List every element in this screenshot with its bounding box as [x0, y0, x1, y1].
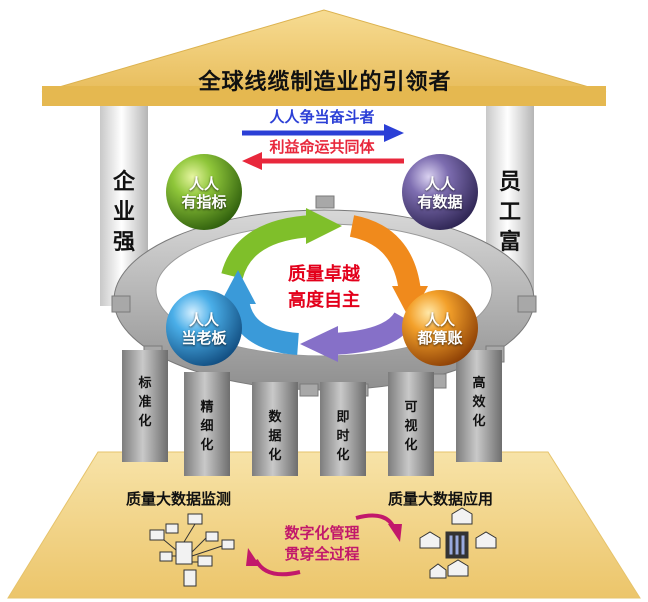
ball-label-green: 人人 有指标 — [169, 175, 239, 211]
column-3-char-2: 据 — [268, 429, 282, 444]
ball-label-orange: 人人 都算账 — [405, 311, 475, 347]
center-text-line1: 质量卓越 — [288, 264, 360, 285]
ball-orange-line1: 人人 — [424, 311, 455, 329]
roof-title: 全球线缆制造业的引领者 — [198, 70, 452, 95]
ball-orange-line2: 都算账 — [417, 329, 463, 347]
column-5-char-1: 可 — [404, 400, 418, 415]
ball-blue-line2: 当老板 — [181, 329, 227, 347]
ball-green-line2: 有指标 — [181, 193, 227, 211]
base-mid-text: 数字化管理 贯穿全过程 — [262, 523, 382, 565]
left-pillar-char-3: 强 — [112, 230, 135, 255]
left-pillar-char-2: 业 — [112, 200, 135, 225]
column-label-1: 标 准 化 — [135, 374, 155, 431]
column-label-6: 高 效 化 — [469, 374, 489, 431]
ball-label-purple: 人人 有数据 — [405, 175, 475, 211]
column-4-char-2: 时 — [336, 429, 350, 444]
right-pillar-char-3: 富 — [498, 230, 521, 255]
base-right-title: 质量大数据应用 — [388, 490, 494, 508]
base-left-title: 质量大数据监测 — [126, 490, 232, 508]
column-label-4: 即 时 化 — [333, 408, 353, 465]
column-6-char-3: 化 — [472, 414, 486, 429]
base-mid-line2: 贯穿全过程 — [284, 545, 360, 563]
column-2-char-3: 化 — [200, 438, 214, 453]
center-text-line2: 高度自主 — [288, 290, 360, 311]
column-4-char-3: 化 — [336, 448, 350, 463]
column-label-2: 精 细 化 — [197, 398, 217, 455]
column-4-char-1: 即 — [336, 410, 350, 425]
column-label-3: 数 据 化 — [265, 408, 285, 465]
application-network-icon — [419, 507, 497, 579]
column-2-char-1: 精 — [200, 400, 214, 415]
column-6-char-1: 高 — [472, 376, 486, 391]
arrow-bottom-label: 利益命运共同体 — [269, 138, 375, 156]
column-3-char-1: 数 — [268, 410, 282, 425]
right-pillar-char-2: 工 — [498, 200, 521, 225]
ball-green-line1: 人人 — [188, 175, 219, 193]
column-6-char-2: 效 — [472, 395, 486, 410]
ball-purple-line2: 有数据 — [417, 193, 463, 211]
right-pillar-char-1: 员 — [498, 170, 521, 195]
column-label-5: 可 视 化 — [401, 398, 421, 455]
ball-blue-line1: 人人 — [188, 311, 219, 329]
base-mid-line1: 数字化管理 — [284, 524, 360, 542]
column-1-char-2: 准 — [138, 395, 152, 410]
column-3-char-3: 化 — [268, 448, 282, 463]
left-pillar-char-1: 企 — [112, 170, 135, 195]
ball-purple-line1: 人人 — [424, 175, 455, 193]
center-text: 质量卓越 高度自主 — [264, 262, 384, 314]
ball-label-blue: 人人 当老板 — [169, 311, 239, 347]
column-1-char-3: 化 — [138, 414, 152, 429]
column-5-char-3: 化 — [404, 438, 418, 453]
arrow-top-label: 人人争当奋斗者 — [269, 108, 375, 126]
column-2-char-2: 细 — [200, 419, 214, 434]
monitoring-network-icon — [149, 513, 235, 587]
column-5-char-2: 视 — [404, 419, 418, 434]
column-1-char-1: 标 — [138, 376, 152, 391]
